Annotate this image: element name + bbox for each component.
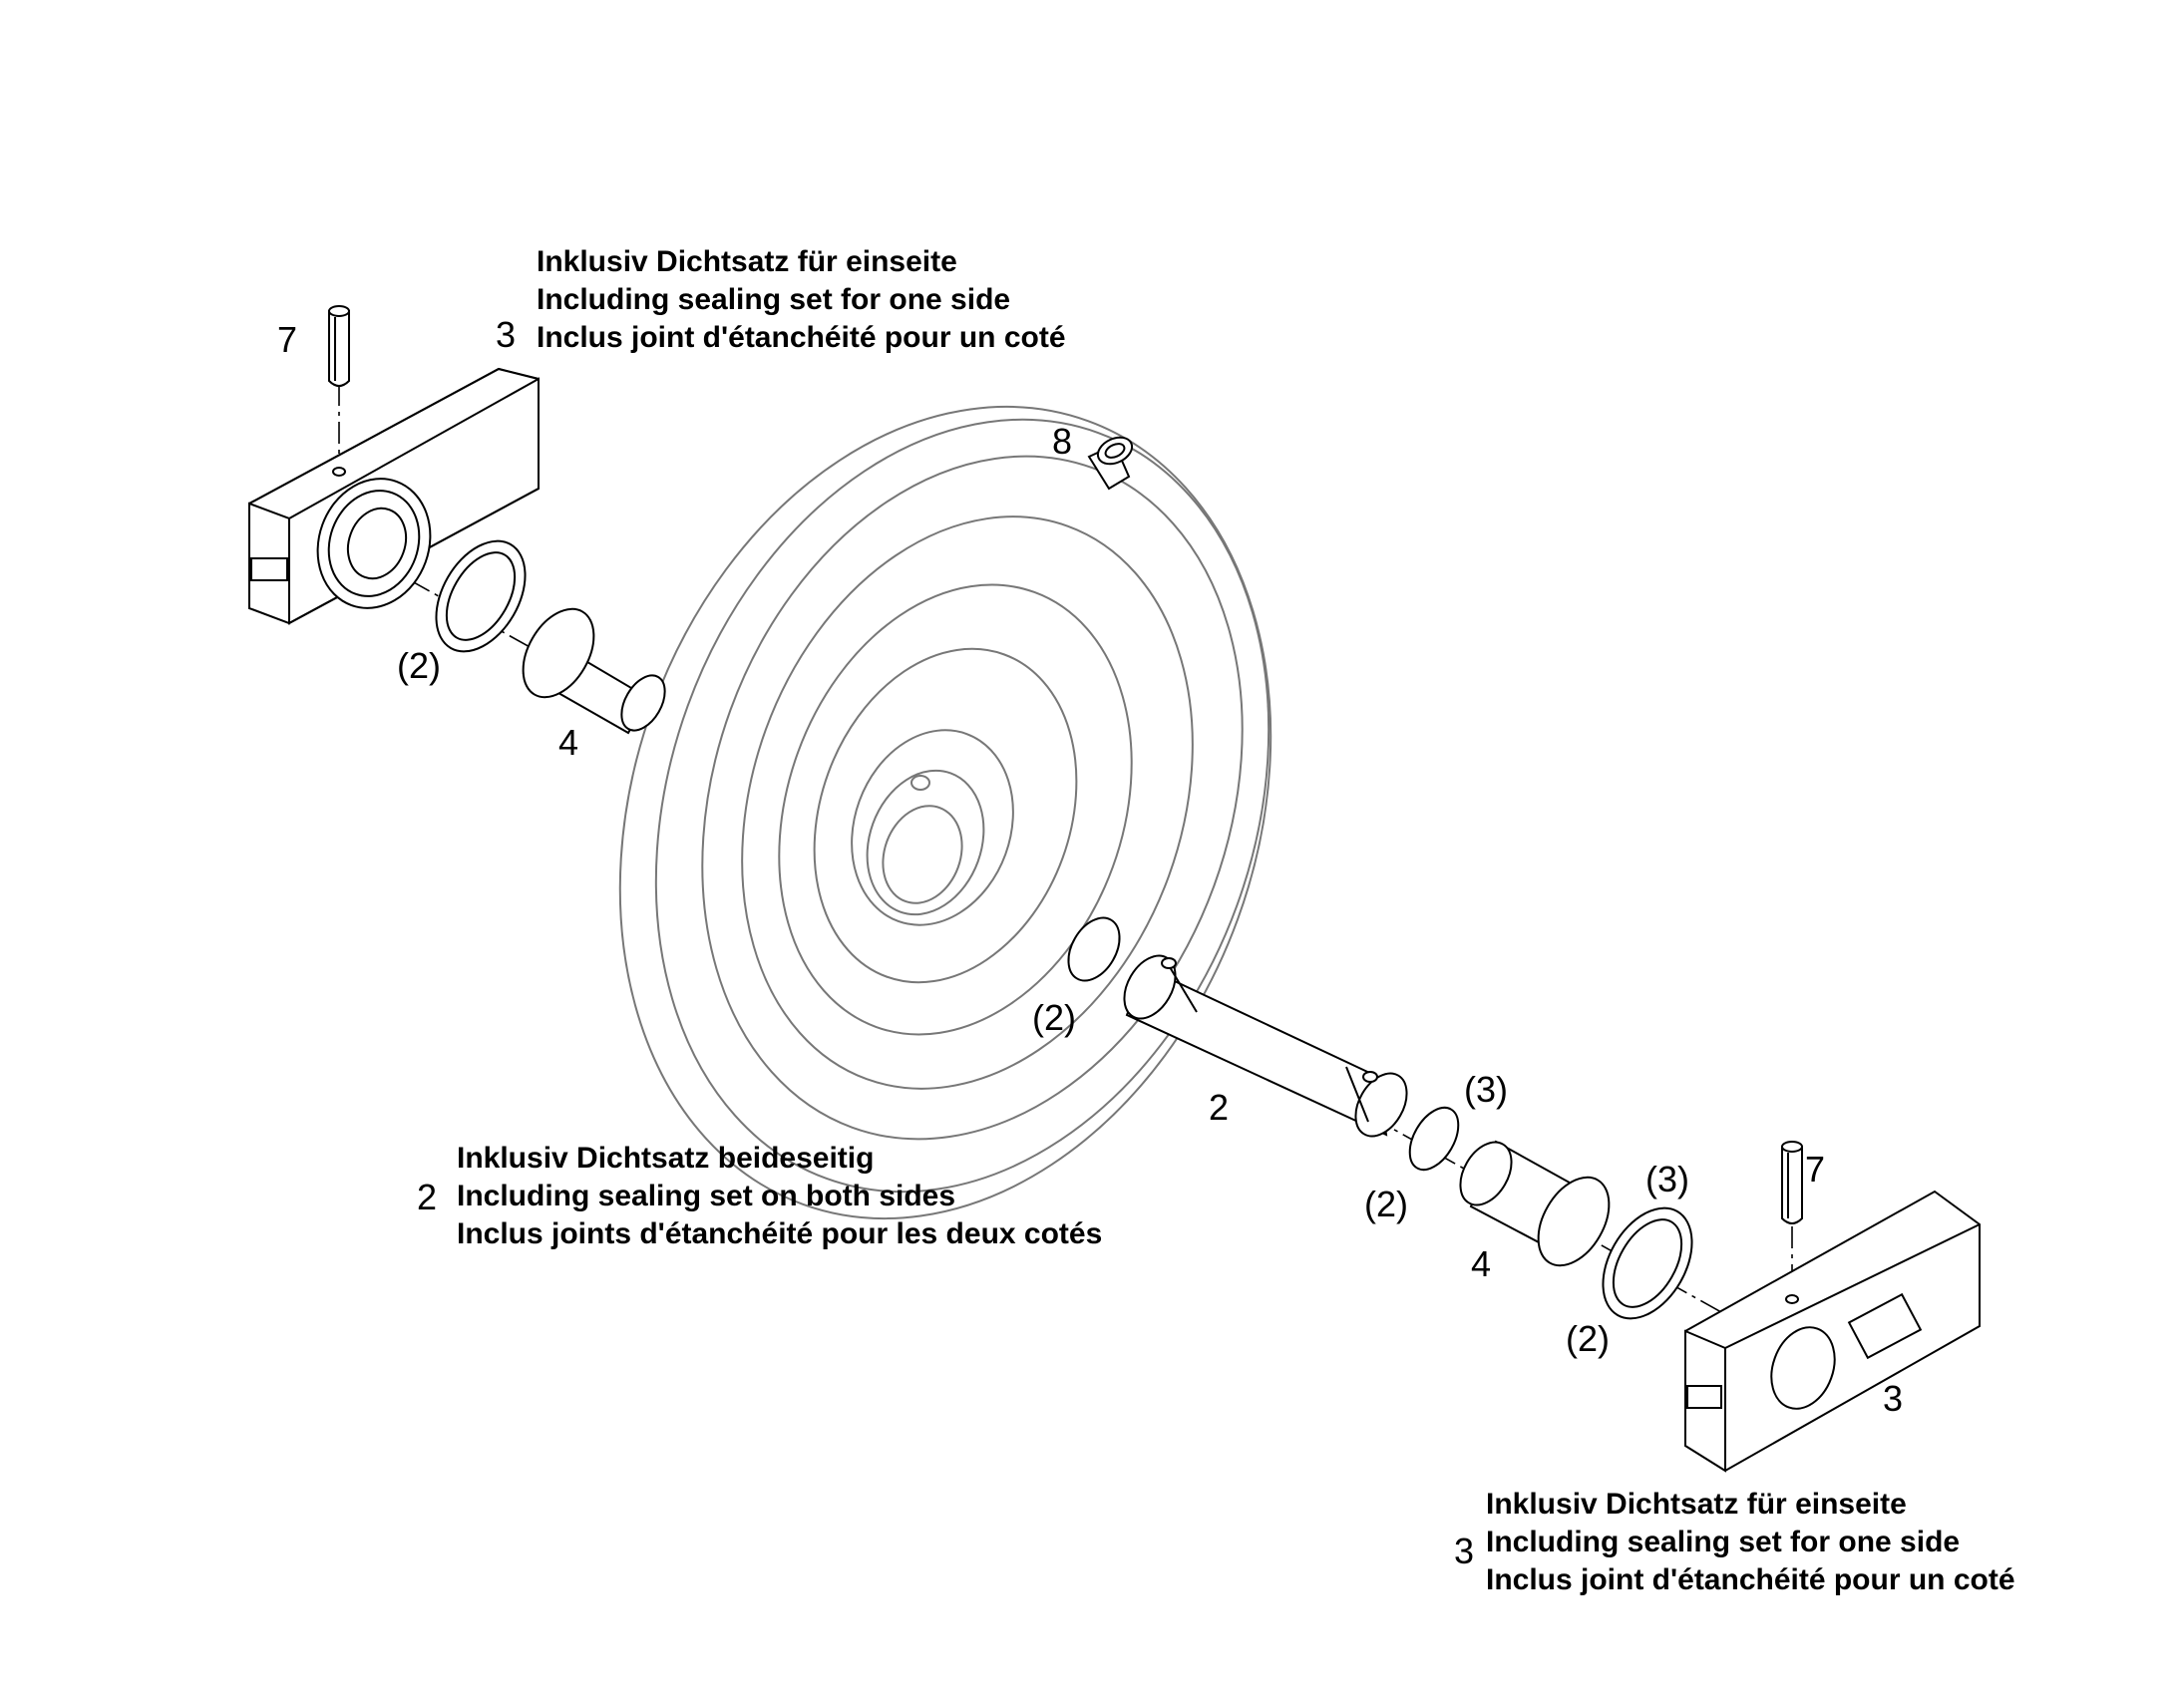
- right-pin: [1781, 1141, 1803, 1224]
- note-middle-line1: Inklusiv Dichtsatz beideseitig: [457, 1142, 875, 1175]
- note-top-line2: Including sealing set for one side: [537, 283, 1011, 316]
- note-top-line3: Inclus joint d'étanchéité pour un coté: [537, 321, 1066, 354]
- idler-shaft: [1123, 954, 1408, 1138]
- note-bottom-number: 3: [1454, 1531, 1475, 1571]
- left-bracket: [247, 367, 540, 625]
- callout-oring-right-2: (2): [1364, 1184, 1408, 1224]
- note-bottom-line1: Inklusiv Dichtsatz für einseite: [1486, 1488, 1907, 1521]
- note-middle-line2: Including sealing set on both sides: [457, 1180, 956, 1212]
- callout-pin-top-left: 7: [277, 319, 298, 360]
- callout-oring-mid: (2): [1032, 997, 1076, 1038]
- left-pin: [328, 305, 350, 387]
- note-top: Inklusiv Dichtsatz für einseite Includin…: [537, 243, 1066, 357]
- right-bracket: [1684, 1190, 1981, 1473]
- callout-seal-left: (2): [397, 645, 441, 686]
- note-bottom-line2: Including sealing set for one side: [1486, 1526, 1961, 1558]
- note-top-number: 3: [496, 314, 517, 355]
- callout-bushing-left: 4: [558, 722, 579, 763]
- callout-shaft: 2: [1209, 1087, 1230, 1128]
- left-seal: [435, 539, 527, 653]
- callout-bracket-right: 3: [1883, 1378, 1904, 1419]
- note-bottom-line3: Inclus joint d'étanchéité pour un coté: [1486, 1563, 2015, 1596]
- idler-wheel: [618, 405, 1272, 1220]
- right-seal: [1602, 1206, 1693, 1320]
- note-top-line1: Inklusiv Dichtsatz für einseite: [537, 245, 957, 278]
- note-middle: Inklusiv Dichtsatz beideseitig Including…: [457, 1140, 1102, 1253]
- callout-pin-right: 7: [1805, 1149, 1826, 1190]
- callout-seal-right-3: (3): [1645, 1159, 1689, 1199]
- note-bottom: Inklusiv Dichtsatz für einseite Includin…: [1486, 1486, 2015, 1599]
- left-bushing: [522, 607, 666, 735]
- left-oring: [1067, 916, 1121, 982]
- right-oring: [1408, 1106, 1460, 1172]
- note-middle-line3: Inclus joints d'étanchéité pour les deux…: [457, 1217, 1103, 1250]
- callout-bolt: 8: [1052, 421, 1073, 462]
- callout-seal-right-2: (2): [1566, 1318, 1610, 1359]
- grease-bolt: [1087, 436, 1134, 491]
- right-bushing: [1459, 1140, 1611, 1267]
- note-middle-number: 2: [417, 1177, 438, 1217]
- callout-bushing-right: 4: [1471, 1243, 1492, 1284]
- callout-oring-right-3: (3): [1464, 1069, 1508, 1110]
